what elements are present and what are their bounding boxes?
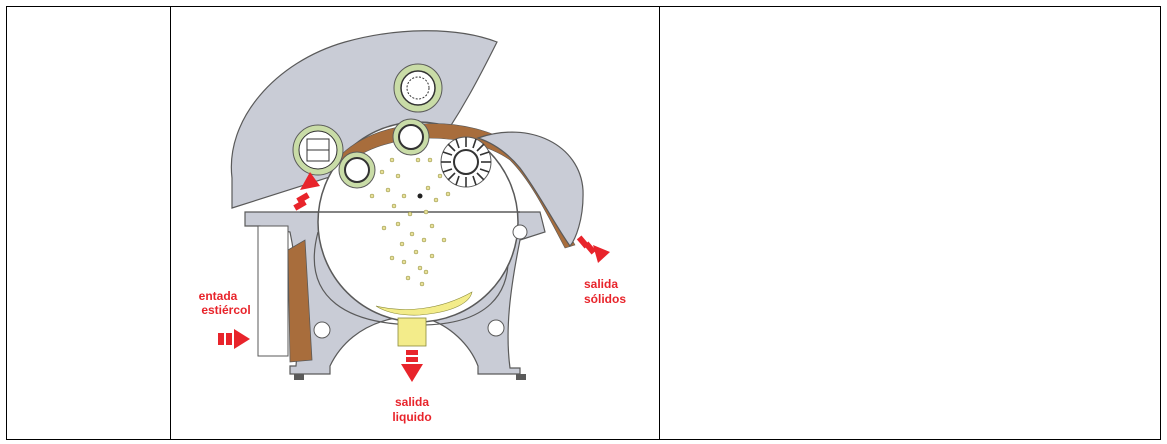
arrow-input bbox=[218, 329, 250, 349]
label-solids-line1: salida bbox=[584, 277, 618, 291]
foot-left bbox=[294, 374, 304, 380]
press-roller-top bbox=[394, 64, 442, 112]
press-roller-small bbox=[339, 152, 375, 188]
hinge bbox=[513, 225, 527, 239]
foot-right bbox=[516, 374, 526, 380]
label-liquid-line2: liquido bbox=[392, 410, 431, 424]
drum-center-dot bbox=[418, 194, 423, 199]
label-input-line1: entada bbox=[199, 289, 238, 303]
press-roller-left bbox=[293, 125, 343, 175]
label-liquid-line1: salida bbox=[395, 395, 429, 409]
label-input-line2: estiércol bbox=[201, 303, 250, 317]
frame-hole-left bbox=[314, 322, 330, 338]
brush-roller bbox=[441, 137, 491, 187]
label-solids-line2: sólidos bbox=[584, 292, 626, 306]
press-roller-mid bbox=[393, 119, 429, 155]
arrow-liquid bbox=[401, 350, 423, 382]
arrow-solids bbox=[577, 235, 610, 263]
frame-hole-right bbox=[488, 320, 504, 336]
inlet-panel bbox=[258, 226, 288, 356]
liquid-outlet bbox=[398, 318, 426, 346]
